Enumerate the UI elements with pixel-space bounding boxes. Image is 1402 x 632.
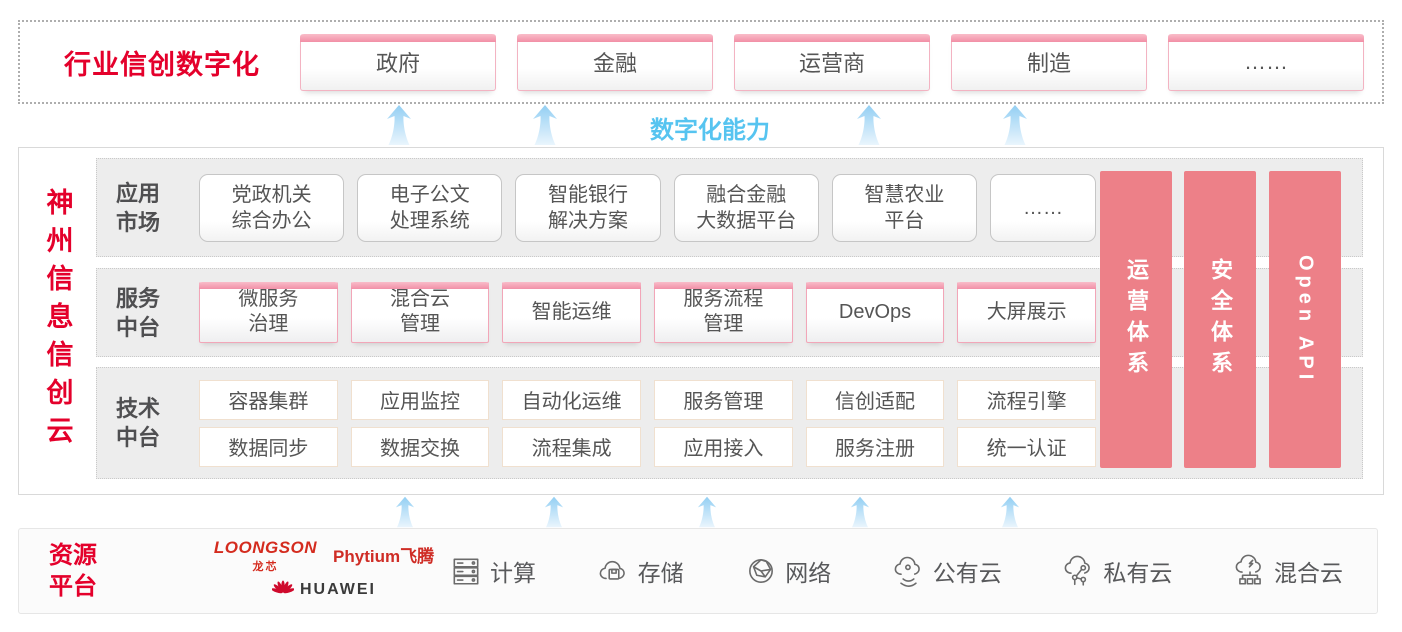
up-arrow-icon [857,105,881,145]
tech-box: 流程引擎 [957,379,1096,420]
pillar-security-system: 安全体系 [1184,171,1256,468]
tech-platform-label: 技术 中台 [116,396,161,450]
app-box: 电子公文 处理系统 [357,173,503,242]
hybrid-cloud-icon [1235,554,1261,585]
pillar-open-api: Open API [1269,171,1341,468]
service-box: DevOps [805,282,945,343]
up-arrow-icon [697,496,717,528]
tech-platform-boxes: 容器集群 应用监控 自动化运维 服务管理 信创适配 流程引擎 数据同步 数据交换… [199,379,1096,467]
storage-icon [599,560,625,580]
industry-box-more: …… [1168,34,1364,91]
capability-label: 数字化能力 [650,117,770,144]
tech-box: 服务注册 [805,426,945,467]
service-platform-boxes: 微服务 治理 混合云 管理 智能运维 服务流程 管理 DevOps 大屏展示 [199,282,1097,343]
tech-box: 统一认证 [957,426,1096,467]
huawei-flower-icon [272,580,294,594]
tech-box: 信创适配 [805,379,945,420]
network-icon [749,559,774,583]
vendor-logos: LOONGSON 龙芯 Phytium飞腾 HUAWEI [199,538,449,600]
service-platform-row: 服务 中台 微服务 治理 混合云 管理 智能运维 服务流程 管理 DevOps … [96,268,1363,357]
service-platform-label: 服务 中台 [116,285,161,340]
app-box: 党政机关 综合办公 [199,173,345,242]
phytium-logo: Phytium飞腾 [333,547,435,566]
industry-box-finance: 金融 [517,34,713,91]
tech-platform-row: 技术 中台 容器集群 应用监控 自动化运维 服务管理 信创适配 流程引擎 数据同… [96,367,1363,479]
compute-icon [453,558,479,585]
app-box: 智能银行 解决方案 [515,173,661,242]
private-cloud-icon [1064,555,1091,586]
service-box: 混合云 管理 [350,282,490,343]
tech-box: 数据交换 [350,426,490,467]
up-arrow-icon [533,105,557,145]
resource-item-private-cloud: 私有云 [1062,554,1172,588]
resource-item-network: 网络 [744,554,831,588]
service-box: 服务流程 管理 [654,282,793,343]
up-arrow-icon [387,105,411,145]
platform-title: 神州信息信创云 [42,188,73,454]
industry-list: 政府 金融 运营商 制造 …… [300,34,1364,91]
app-box: 融合金融 大数据平台 [673,173,819,242]
resource-platform-label: 资源 平台 [49,542,97,600]
industry-box-manufacturing: 制造 [951,34,1147,91]
industry-panel-title: 行业信创数字化 [64,49,260,80]
resource-items: 计算 存储 网络 公有云 [449,529,1343,613]
industry-box-operator: 运营商 [734,34,930,91]
resource-item-storage: 存储 [597,554,684,588]
app-market-row: 应用 市场 党政机关 综合办公 电子公文 处理系统 智能银行 解决方案 融合金融… [96,158,1363,257]
service-box: 微服务 治理 [199,282,338,343]
tech-box: 数据同步 [199,426,338,467]
industry-box-government: 政府 [300,34,496,91]
up-arrow-icon [1003,105,1027,145]
loongson-logo: LOONGSON 龙芯 [213,538,318,573]
service-box: 智能运维 [502,282,642,343]
up-arrow-icon [850,496,870,528]
up-arrow-icon [395,496,415,528]
app-box-more: …… [990,173,1097,242]
huawei-logo: HUAWEI [199,580,449,600]
industry-digitalization-panel: 行业信创数字化 政府 金融 运营商 制造 …… [18,20,1384,104]
tech-box: 流程集成 [502,426,641,467]
resource-item-public-cloud: 公有云 [892,554,1002,588]
tech-box: 应用接入 [654,426,793,467]
up-arrow-icon [544,496,564,528]
app-market-boxes: 党政机关 综合办公 电子公文 处理系统 智能银行 解决方案 融合金融 大数据平台… [199,173,1097,242]
resource-platform-panel: 资源 平台 LOONGSON 龙芯 Phytium飞腾 HU [18,528,1378,614]
resource-item-compute: 计算 [449,554,536,588]
app-box: 智慧农业 平台 [831,173,978,242]
tech-box: 自动化运维 [502,379,641,420]
up-arrow-icon [1000,496,1020,528]
tech-box: 容器集群 [199,379,338,420]
tech-box: 应用监控 [350,379,490,420]
app-market-label: 应用 市场 [116,180,161,235]
tech-box: 服务管理 [654,379,793,420]
service-box: 大屏展示 [957,282,1097,343]
xinchuang-cloud-panel: 神州信息信创云 应用 市场 党政机关 综合办公 电子公文 处理系统 智能银行 解… [18,147,1384,495]
resource-item-hybrid-cloud: 混合云 [1233,554,1343,588]
pillar-operation-system: 运营体系 [1100,171,1172,468]
public-cloud-icon [894,556,920,587]
